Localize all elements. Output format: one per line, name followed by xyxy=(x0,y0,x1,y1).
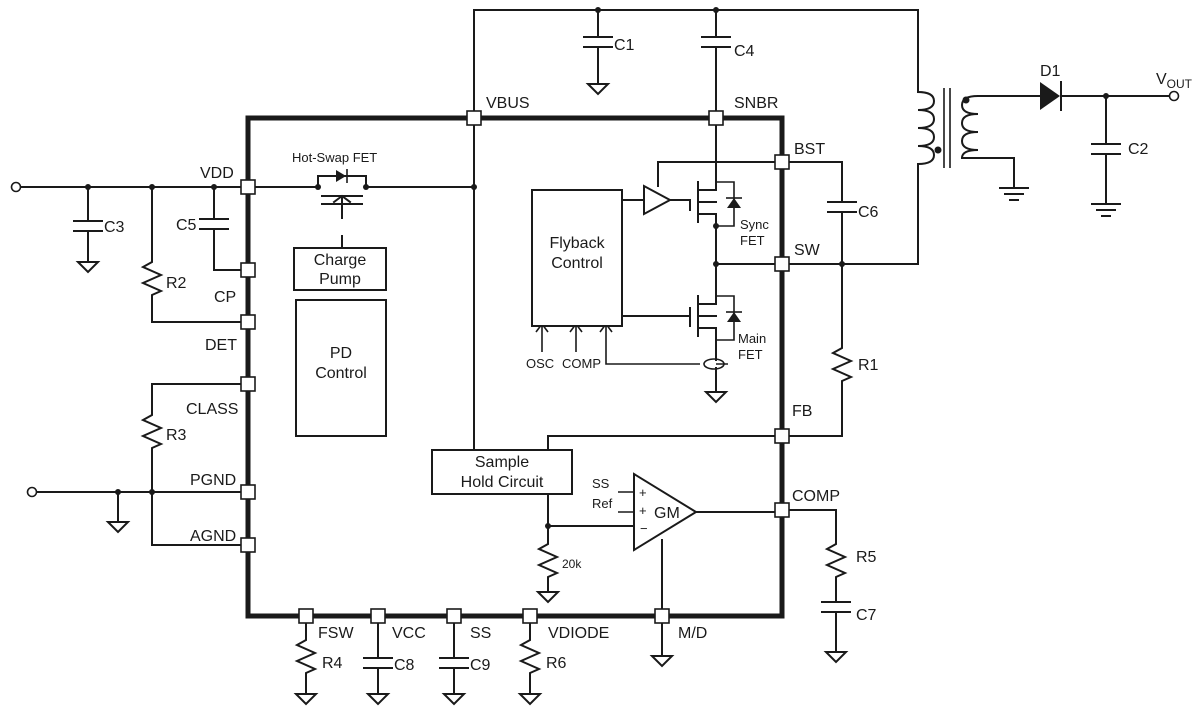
label-c9: C9 xyxy=(470,657,491,674)
pin-det: DET xyxy=(205,337,237,354)
flyback-control-line2: Control xyxy=(551,255,603,272)
vout-subscript: OUT xyxy=(1167,77,1193,91)
label-r1: R1 xyxy=(858,357,879,374)
hotswap-fet-label: Hot-Swap FET xyxy=(292,150,377,165)
diode-d1 xyxy=(1040,82,1060,110)
hotswap-fet-symbol xyxy=(321,169,363,205)
ic-outline xyxy=(245,115,785,619)
pd-control-line2: Control xyxy=(315,365,367,382)
pin-fb: FB xyxy=(792,403,812,420)
charge-pump-line2: Pump xyxy=(319,271,361,288)
pin-vcc: VCC xyxy=(392,625,426,642)
pin-comp: COMP xyxy=(792,488,840,505)
pin-snbr: SNBR xyxy=(734,95,778,112)
main-fet-line2: FET xyxy=(738,347,763,362)
pin-vdiode: VDIODE xyxy=(548,625,609,642)
comp-input-label: COMP xyxy=(562,356,601,371)
pin-vdd: VDD xyxy=(200,165,234,182)
label-c2: C2 xyxy=(1128,141,1149,158)
label-d1: D1 xyxy=(1040,63,1061,80)
sync-fet-line1: Sync xyxy=(740,217,769,232)
gate-driver-buffer xyxy=(643,184,673,216)
gm-plus-1: + xyxy=(639,485,647,500)
gm-minus: − xyxy=(640,521,648,536)
vin-terminal xyxy=(10,181,22,193)
internal-wiring xyxy=(247,117,783,668)
gm-plus-2: + xyxy=(639,503,647,518)
label-c8: C8 xyxy=(394,657,415,674)
gm-ss-label: SS xyxy=(592,476,610,491)
sample-hold-line2: Hold Circuit xyxy=(461,474,544,491)
label-20k: 20k xyxy=(562,557,582,571)
label-r6: R6 xyxy=(546,655,567,672)
vout-main: V xyxy=(1156,71,1167,88)
pin-ss: SS xyxy=(470,625,491,642)
gm-label: GM xyxy=(654,505,680,522)
main-fet-line1: Main xyxy=(738,331,766,346)
sync-fet xyxy=(689,177,742,227)
flyback-control-line1: Flyback xyxy=(549,235,605,252)
label-c7: C7 xyxy=(856,607,877,624)
sample-hold-block xyxy=(431,449,573,495)
pd-control-block xyxy=(295,299,387,437)
gm-amplifier xyxy=(633,472,698,552)
pin-markers xyxy=(240,110,790,624)
label-c3: C3 xyxy=(104,219,125,236)
top-bus xyxy=(473,7,919,119)
bst-sw-network xyxy=(781,161,919,437)
output-stage xyxy=(1040,81,1180,217)
pin-pgnd: PGND xyxy=(190,472,236,489)
gnd-terminal xyxy=(26,486,38,498)
pin-md: M/D xyxy=(678,625,707,642)
charge-pump-line1: Charge xyxy=(314,252,367,269)
pin-bst: BST xyxy=(794,141,825,158)
transformer xyxy=(916,88,1041,265)
charge-pump-block xyxy=(293,247,387,291)
label-r3: R3 xyxy=(166,427,187,444)
gm-ref-label: Ref xyxy=(592,496,613,511)
pin-vbus: VBUS xyxy=(486,95,530,112)
label-r5: R5 xyxy=(856,549,877,566)
bottom-network xyxy=(293,615,543,706)
input-network xyxy=(10,181,249,546)
pin-fsw: FSW xyxy=(318,625,354,642)
label-c5: C5 xyxy=(176,217,197,234)
sync-fet-line2: FET xyxy=(740,233,765,248)
label-vout: VOUT xyxy=(1156,71,1193,91)
vout-terminal xyxy=(1168,90,1180,102)
pin-cp: CP xyxy=(214,289,236,306)
flyback-control-block xyxy=(531,189,623,327)
label-c6: C6 xyxy=(858,204,879,221)
pd-control-line1: PD xyxy=(330,345,352,362)
pin-class: CLASS xyxy=(186,401,238,418)
main-fet xyxy=(689,291,742,370)
osc-input-label: OSC xyxy=(526,356,554,371)
pin-sw: SW xyxy=(794,242,821,259)
label-r2: R2 xyxy=(166,275,187,292)
pin-agnd: AGND xyxy=(190,528,236,545)
sample-hold-line1: Sample xyxy=(475,454,529,471)
label-r4: R4 xyxy=(322,655,343,672)
label-c4: C4 xyxy=(734,43,755,60)
label-c1: C1 xyxy=(614,37,635,54)
comp-network xyxy=(781,509,851,664)
